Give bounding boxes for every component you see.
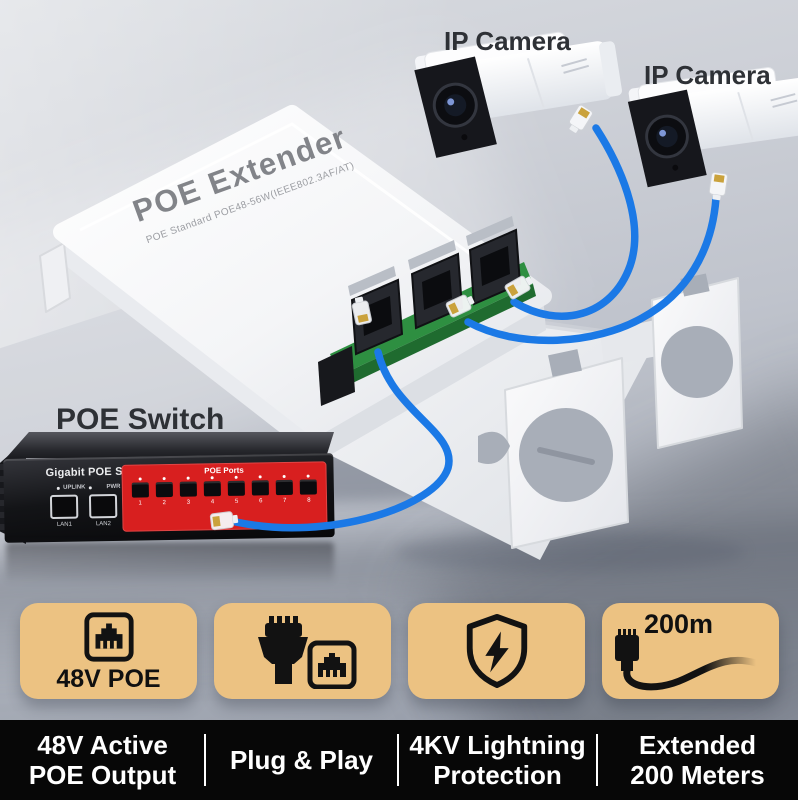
bar-text: Protection (433, 760, 562, 790)
divider (596, 734, 598, 786)
feature-bar: 48V Active POE Output Plug & Play 4KV Li… (0, 720, 798, 800)
rj45-plug-icon (444, 291, 477, 319)
poe-switch-device: Gigabit POE SWITCH UPLINK PWR LAN1 LAN2 … (0, 430, 345, 595)
cable-to-camera-1 (510, 124, 639, 320)
cable-to-camera-2 (464, 194, 720, 345)
feature-bar-item: Plug & Play (205, 745, 398, 775)
bar-text: Extended (638, 730, 757, 760)
rj45-plug-icon (503, 272, 536, 301)
switch-reflection (6, 542, 334, 584)
rj45-connector-icon (707, 171, 729, 202)
bar-text: 200 Meters (630, 760, 765, 790)
bar-text: 4KV Lightning (409, 730, 586, 760)
bracket-shadow (395, 532, 745, 572)
poe-switch-label: POE Switch (56, 403, 225, 436)
rj45-plug-icon (350, 295, 373, 326)
cable-to-switch (232, 348, 453, 532)
bar-text: 48V Active (37, 730, 168, 760)
rj45-connector-icon (209, 510, 240, 531)
bar-text: Plug & Play (229, 745, 374, 775)
rj45-connector-icon (565, 103, 595, 136)
divider (397, 734, 399, 786)
bar-text: POE Output (28, 760, 177, 790)
feature-bar-item: 48V Active POE Output (0, 730, 205, 790)
divider (204, 734, 206, 786)
feature-bar-item: Extended 200 Meters (597, 730, 798, 790)
feature-bar-item: 4KV Lightning Protection (398, 730, 597, 790)
